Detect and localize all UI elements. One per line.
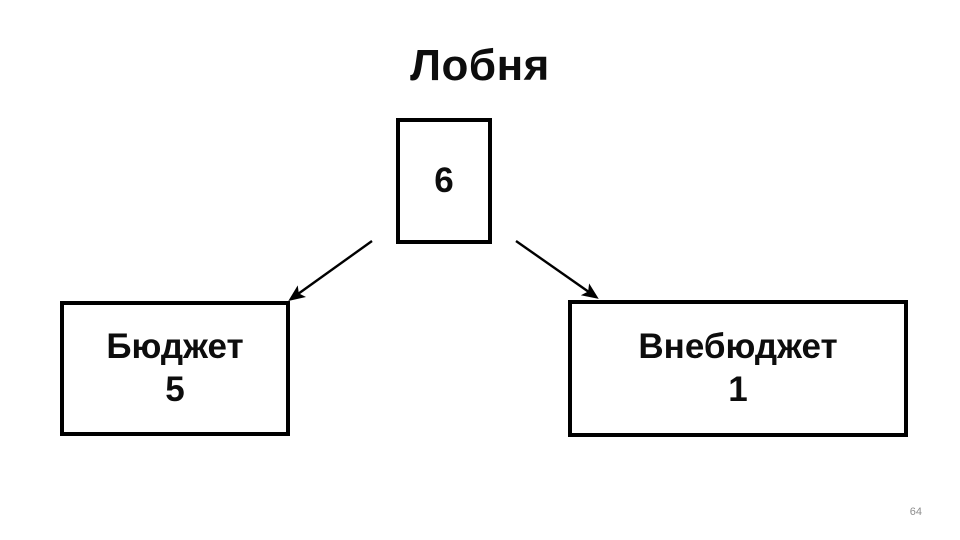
- node-extrabudget-label: Внебюджет: [638, 326, 838, 366]
- arrow-left: [288, 240, 373, 301]
- node-budget[interactable]: Бюджет 5: [60, 301, 290, 436]
- node-extrabudget[interactable]: Внебюджет 1: [568, 300, 908, 437]
- node-root-total-value: 6: [434, 161, 454, 200]
- node-budget-label: Бюджет: [106, 326, 244, 366]
- page-number: 64: [909, 506, 922, 518]
- node-root-total[interactable]: 6: [396, 118, 492, 244]
- node-extrabudget-value: 1: [728, 369, 748, 409]
- arrow-right: [515, 240, 599, 299]
- page-title: Лобня: [410, 41, 550, 90]
- node-budget-value: 5: [165, 369, 185, 409]
